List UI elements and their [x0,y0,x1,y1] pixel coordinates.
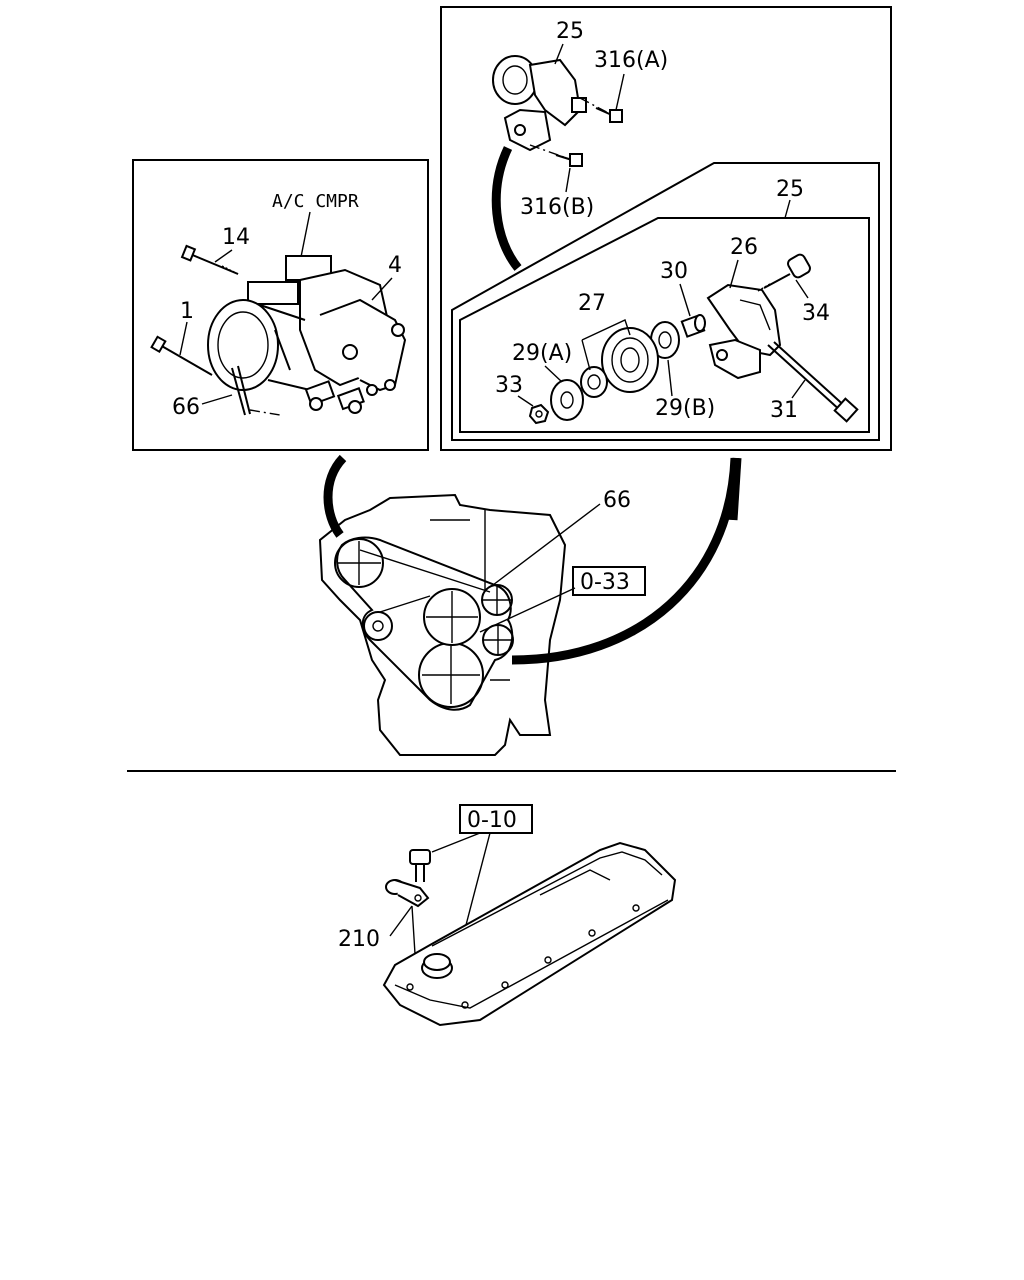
tensioner-frame [440,6,892,451]
callout-31: 31 [770,398,798,423]
bolt-316b [529,144,583,167]
ref-box-0-10 [459,804,533,834]
ac-compressor-frame [132,159,429,451]
callout-66-panel: 66 [172,395,200,420]
ac-cmpr-leader [299,211,311,263]
ac-compressor-pulley [334,538,384,588]
ref-box-0-33 [572,566,646,596]
tensioner-assembly [492,55,587,152]
callout-25-detail: 25 [776,177,804,202]
washer-29a [550,379,584,421]
callout-316b: 316(B) [520,195,594,220]
callout-26: 26 [730,235,758,260]
water-pump-pulley [423,588,481,646]
detail-connector-top [491,146,522,271]
bushing-30 [680,314,706,338]
bearing-27 [580,366,608,398]
callout-14: 14 [222,225,250,250]
ac-compressor [207,255,407,414]
ac-cmpr-title: A/C CMPR [272,191,359,212]
bracket-26 [706,283,782,380]
callout-66-engine: 66 [603,488,631,513]
callout-25-top: 25 [556,19,584,44]
tensioner-panel: 25 316(A) 316(B) 25 [440,6,892,451]
callout-316a: 316(A) [594,48,668,73]
callout-29a: 29(A) [512,341,572,366]
tensioner-detail-inner [459,217,870,433]
ref-0-33: 0-33 [580,570,630,595]
tensioner-pulley-upper [481,584,513,616]
pulley-27 [601,327,659,393]
callout-27: 27 [578,291,606,316]
callout-30: 30 [660,259,688,284]
bolt-4 [150,335,213,376]
bolt-14 [180,244,239,275]
callout-210: 210 [338,927,380,952]
belt-66-segment [231,367,246,416]
callout-29b: 29(B) [655,396,715,421]
nut-33 [528,403,550,425]
engine-front-view [318,493,567,756]
ac-compressor-panel: A/C CMPR 14 1 [132,159,429,451]
tensioner-pulley-lower [482,624,514,656]
belt-66 [336,536,514,711]
callout-1: 4 [388,253,402,278]
ref-0-10: 0-10 [467,808,517,833]
callout-4: 1 [180,299,194,324]
callout-33: 33 [495,373,523,398]
head-cover [382,841,677,1027]
bolt-34 [757,253,811,292]
idler-pulley [363,611,393,641]
bolt-0-10 [409,849,431,882]
tensioner-detail-outer [451,162,880,441]
clamp-210 [385,879,430,908]
callout-34: 34 [802,301,830,326]
connector-tensioner-to-engine [511,457,740,665]
bolt-31 [767,341,859,423]
